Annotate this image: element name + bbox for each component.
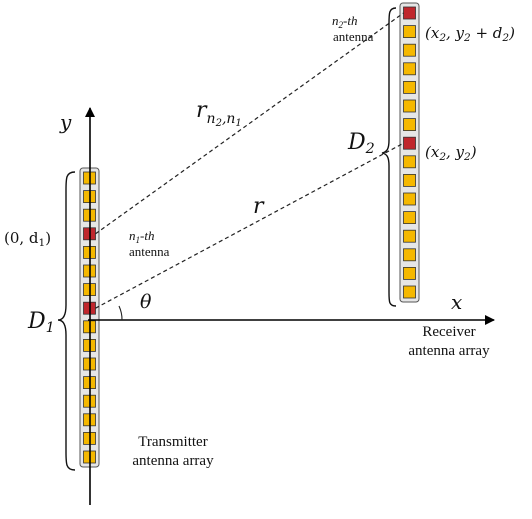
d2-label: D2 [348,130,375,157]
receiver-antenna-element [403,81,416,94]
point-x2-y2-label: (x2, y2) [425,143,477,163]
receiver-caption-line2: antenna array [408,343,490,359]
theta-arc [118,305,123,321]
n2-th-label: n2-th [332,13,358,30]
receiver-antenna-element [403,62,416,76]
receiver-active-antenna-element [403,136,416,150]
receiver-active-antenna-element [403,6,416,20]
receiver-antenna-element [403,266,416,280]
receiver-array-frame [399,2,420,303]
transmitter-caption-line1: Transmitter [138,434,208,450]
x-axis-label: x [451,290,463,314]
n2-antenna-label: antenna [333,29,374,44]
receiver-antenna-element [403,192,416,206]
receiver-antenna-element [403,211,416,225]
distance-line-rn2n1 [95,12,404,235]
theta-label: θ [140,291,152,313]
distance-line-r [95,142,404,309]
receiver-antenna-element [403,118,416,131]
receiver-antenna-element [403,173,416,187]
receiver-caption-line1: Receiver [422,324,476,340]
d2-brace [381,7,397,307]
receiver-antenna-element [403,285,416,299]
receiver-antenna-element [403,155,416,169]
transmitter-caption: Transmitter antenna array [108,435,238,469]
transmitter-caption-line2: antenna array [132,453,214,469]
receiver-caption: Receiver antenna array [384,325,514,359]
n1-th-label: n1-th [129,228,155,245]
receiver-antenna-element [403,43,416,57]
d1-brace [57,171,76,471]
n1-antenna-label: antenna [129,244,170,259]
y-axis-label: y [60,110,72,134]
receiver-antenna-element [403,99,416,113]
d1-label: D1 [28,309,55,336]
point-x2-y2-d2-label: (x2, y2 + d2) [425,24,515,44]
receiver-antenna-element [403,229,416,243]
receiver-antenna-element [403,25,416,39]
r-n2-n1-label: rn2,n1 [196,98,242,129]
r-label: r [253,194,264,219]
origin-point-label: (0, d1) [4,229,52,249]
receiver-antenna-element [403,248,416,262]
